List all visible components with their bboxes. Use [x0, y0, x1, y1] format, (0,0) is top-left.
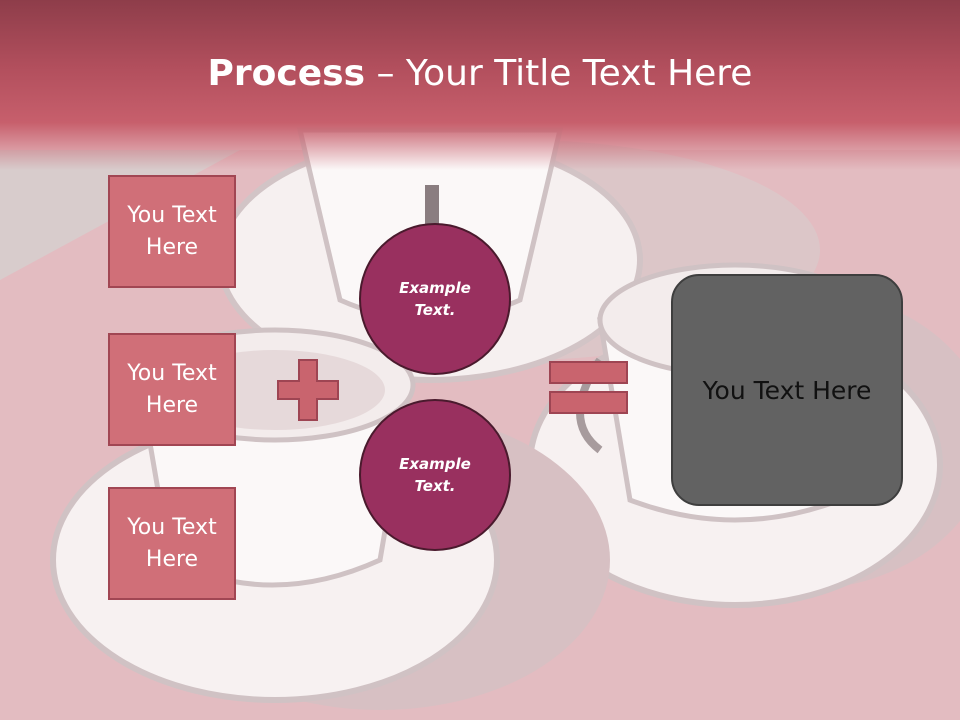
title-dash: – — [365, 53, 406, 94]
header-band — [0, 0, 960, 170]
step-box-label: You Text Here — [127, 202, 217, 260]
title-rest: Your Title Text Here — [405, 53, 753, 94]
example-circle-1: Example Text. — [359, 223, 511, 375]
example-circle-label: Example Text. — [399, 279, 471, 319]
step-box-3: You Text Here — [108, 487, 236, 600]
result-box: You Text Here — [671, 274, 903, 506]
plus-sign-icon — [277, 359, 339, 421]
equals-sign-icon — [549, 361, 628, 414]
result-label: You Text Here — [702, 375, 872, 405]
example-circle-label: Example Text. — [399, 455, 471, 495]
step-box-2: You Text Here — [108, 333, 236, 446]
example-circle-2: Example Text. — [359, 399, 511, 551]
title-bold: Process — [207, 53, 366, 94]
step-box-label: You Text Here — [127, 514, 217, 572]
step-box-label: You Text Here — [127, 360, 217, 418]
step-box-1: You Text Here — [108, 175, 236, 288]
slide-title: Process – Your Title Text Here — [0, 52, 960, 96]
